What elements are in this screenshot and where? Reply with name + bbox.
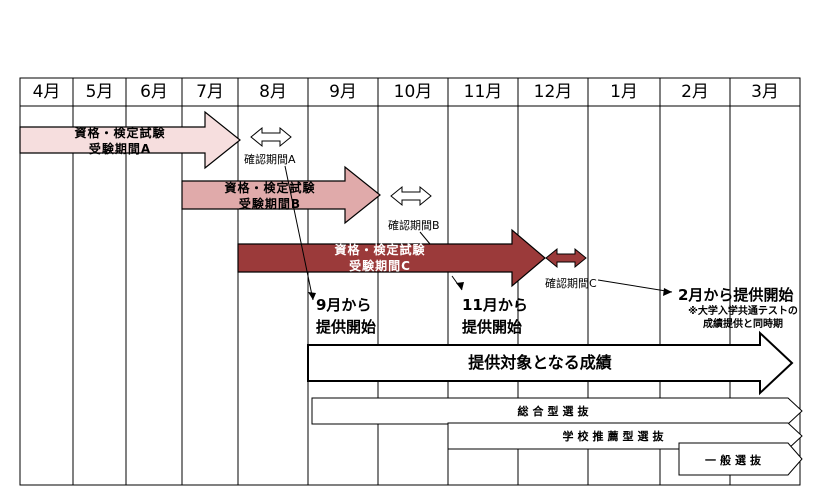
pointer-line-a [284,165,314,301]
pointer-head-sep [308,292,316,300]
exam-period-b-line2: 受験期間B [238,197,302,211]
target-grades-arrow [307,330,794,396]
release-sep-line1: 9月から [316,296,372,314]
release-nov-line2: 提供開始 [462,318,523,336]
release-feb-note: ※大学入学共通テストの 成績提供と同時期 [673,305,813,331]
selection-recommendation-label: 学校推薦型選抜 [562,430,668,443]
month-label: 4月 [32,82,61,102]
selection-comprehensive-label: 総合型選抜 [517,405,593,418]
selection-comprehensive-shape [311,397,803,425]
exam-period-b-arrow [181,165,381,225]
pointer-line-b [419,231,431,245]
confirm-period-a-arrow [250,126,292,148]
release-nov-label: 11月から 提供開始 [462,294,528,338]
month-label: 10月 [393,82,433,102]
confirm-period-b-arrow [390,185,432,207]
month-label: 11月 [463,82,503,102]
release-feb-note-line1: ※大学入学共通テストの [688,306,798,317]
release-feb-note-line2: 成績提供と同時期 [703,319,783,330]
pointer-head-feb [663,288,672,296]
release-nov-line1: 11月から [462,296,528,314]
exam-period-c-arrow [237,228,546,288]
month-label: 9月 [329,82,357,102]
target-grades-label: 提供対象となる成績 [468,353,612,372]
month-label: 5月 [85,82,114,102]
exam-period-c-line2: 受験期間C [349,259,411,273]
exam-period-a-label: 資格・検定試験 受験期間A [40,125,200,157]
month-label: 2月 [681,82,709,102]
release-sep-label: 9月から 提供開始 [316,294,376,338]
confirm-period-c-label: 確認期間C [545,277,597,290]
release-sep-line2: 提供開始 [316,318,377,336]
month-label: 12月 [533,82,573,102]
selection-general-label: 一般選抜 [705,454,765,467]
exam-period-a-arrow [19,110,241,170]
release-feb-label: 2月から提供開始 [678,284,793,306]
month-label: 7月 [196,82,224,102]
pointer-line-feb [597,279,673,293]
month-label: 8月 [259,82,287,102]
selection-general-shape [678,442,803,476]
grid-border [19,77,801,486]
confirm-period-b-label: 確認期間B [388,219,440,232]
exam-period-c-line1: 資格・検定試験 [334,243,426,257]
confirm-period-a-label: 確認期間A [244,153,296,166]
confirm-period-c-arrow [545,247,587,269]
month-label: 1月 [610,82,638,102]
exam-period-a-line2: 受験期間A [88,142,152,156]
exam-period-b-label: 資格・検定試験 受験期間B [190,180,350,212]
month-label: 6月 [140,82,168,102]
exam-period-a-line1: 資格・検定試験 [74,126,166,140]
exam-period-b-line1: 資格・検定試験 [224,181,316,195]
exam-period-c-label: 資格・検定試験 受験期間C [300,242,460,274]
month-label: 3月 [751,82,779,102]
pointer-head-nov [456,282,464,290]
release-feb-title: 2月から提供開始 [678,286,794,304]
